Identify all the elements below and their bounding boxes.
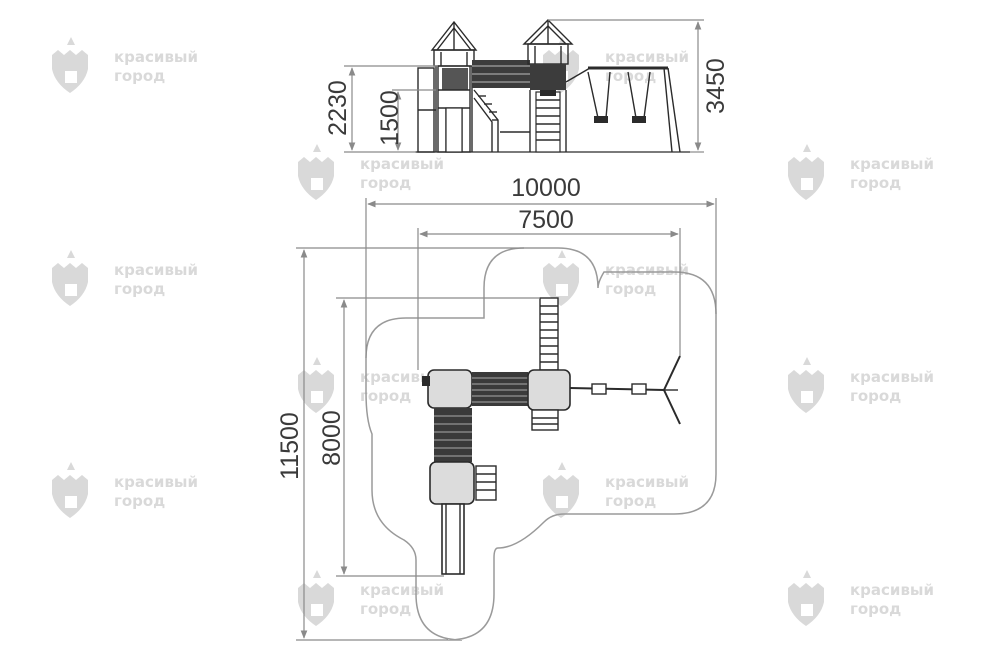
right-tower bbox=[522, 19, 574, 153]
slide bbox=[441, 503, 465, 575]
watermark-line2: город bbox=[850, 174, 901, 192]
dimension-depth-equipment: 8000 bbox=[318, 410, 346, 466]
watermark: красивый город bbox=[788, 570, 934, 626]
deck-bottom bbox=[429, 461, 497, 505]
dimension-height-total: 3450 bbox=[702, 58, 730, 114]
stairs bbox=[473, 89, 530, 152]
castle-logo-icon bbox=[788, 570, 824, 626]
watermark: красивый город bbox=[543, 462, 689, 518]
side-elevation bbox=[415, 19, 690, 153]
watermark-line1: красивый bbox=[605, 261, 689, 279]
bridge-vertical bbox=[434, 408, 472, 462]
watermark-line2: город bbox=[360, 387, 411, 405]
bridge bbox=[472, 60, 530, 88]
watermark: красивый город bbox=[543, 250, 689, 306]
plan-view bbox=[365, 247, 717, 641]
watermark-line2: город bbox=[360, 600, 411, 618]
dimension-width-total: 10000 bbox=[511, 174, 581, 202]
watermark: красивый город bbox=[52, 250, 198, 306]
watermark: красивый город bbox=[788, 357, 934, 413]
watermark-line1: красивый bbox=[850, 368, 934, 386]
castle-logo-icon bbox=[543, 462, 579, 518]
watermark-line2: город bbox=[605, 280, 656, 298]
dimension-height-low-platform: 1500 bbox=[376, 90, 404, 146]
watermark-line2: город bbox=[605, 67, 656, 85]
watermark-line2: город bbox=[850, 387, 901, 405]
castle-logo-icon bbox=[52, 37, 88, 93]
watermark-line2: город bbox=[360, 174, 411, 192]
bridge-plan bbox=[472, 372, 528, 406]
watermark: красивый город bbox=[298, 144, 444, 200]
swing-plan bbox=[569, 355, 681, 425]
watermark-line1: красивый bbox=[850, 155, 934, 173]
watermark-line2: город bbox=[850, 600, 901, 618]
watermark: красивый город bbox=[788, 144, 934, 200]
swing-frame bbox=[565, 66, 681, 153]
plan-dimensions: 10000 7500 11500 8000 bbox=[276, 174, 717, 641]
dimension-height-high-platform: 2230 bbox=[324, 80, 352, 136]
watermark: красивый город bbox=[52, 37, 198, 93]
left-tower bbox=[430, 20, 478, 153]
side-dimensions: 3450 2230 1500 bbox=[324, 19, 730, 153]
safety-zone bbox=[365, 247, 717, 641]
watermark-line1: красивый bbox=[605, 48, 689, 66]
watermark: красивый город bbox=[52, 462, 198, 518]
deck-left bbox=[422, 369, 473, 409]
watermark-line1: красивый bbox=[360, 581, 444, 599]
castle-logo-icon bbox=[788, 144, 824, 200]
castle-logo-icon bbox=[52, 250, 88, 306]
watermark-line2: город bbox=[114, 67, 165, 85]
watermark: красивый город bbox=[298, 570, 444, 626]
castle-logo-icon bbox=[298, 144, 334, 200]
castle-logo-icon bbox=[788, 357, 824, 413]
deck-right bbox=[527, 369, 571, 431]
watermark-line1: красивый bbox=[114, 473, 198, 491]
watermark-line2: город bbox=[605, 492, 656, 510]
dimension-depth-total: 11500 bbox=[276, 412, 304, 480]
dimension-width-equipment: 7500 bbox=[518, 206, 574, 234]
watermark-line1: красивый bbox=[114, 261, 198, 279]
watermark-line2: город bbox=[114, 492, 165, 510]
watermark-line1: красивый bbox=[114, 48, 198, 66]
watermark-line1: красивый bbox=[360, 155, 444, 173]
ladder-top bbox=[539, 297, 559, 371]
watermark: красивый город bbox=[543, 37, 689, 93]
castle-logo-icon bbox=[52, 462, 88, 518]
watermark-line2: город bbox=[114, 280, 165, 298]
watermark-line1: красивый bbox=[605, 473, 689, 491]
watermark-line1: красивый bbox=[850, 581, 934, 599]
